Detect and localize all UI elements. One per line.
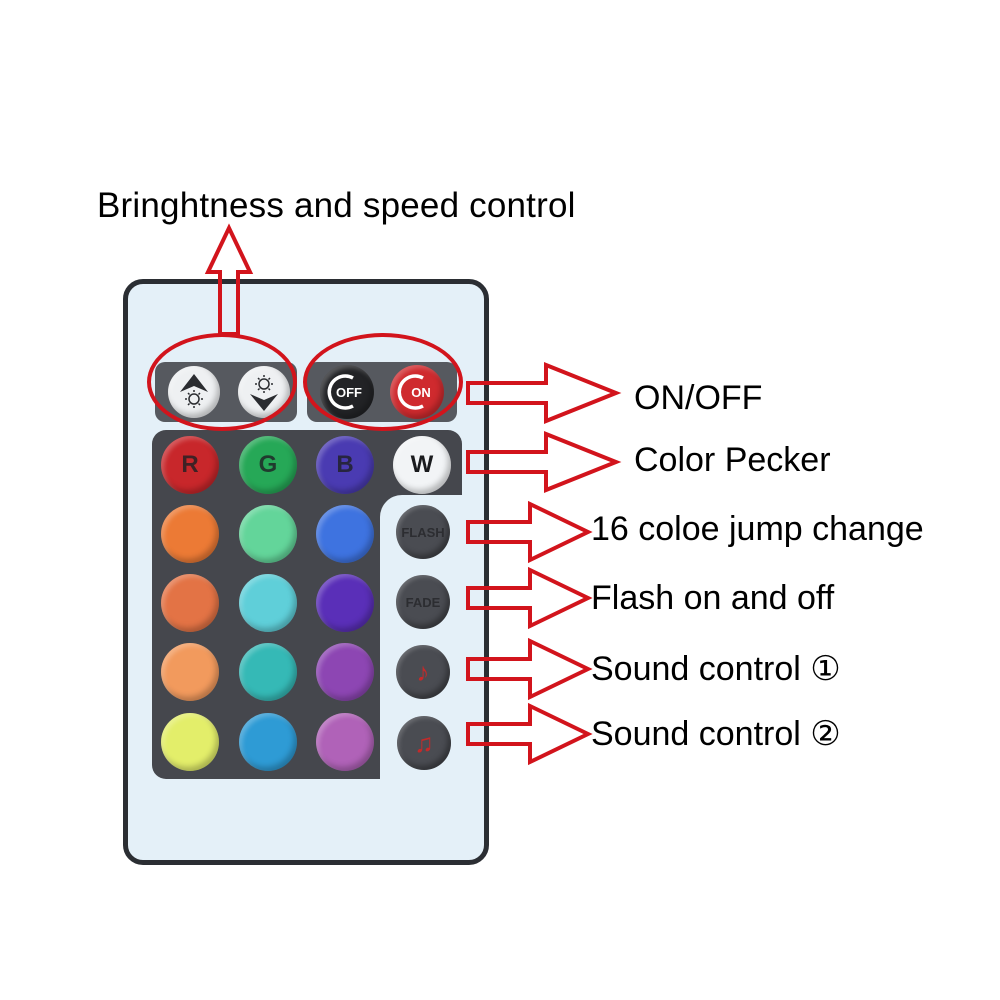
label-color-picker: Color Pecker — [634, 441, 831, 479]
red-label: R — [181, 451, 199, 478]
fade-button[interactable]: FADE — [396, 575, 450, 629]
fade-label: FADE — [405, 594, 441, 610]
arrow-right-icon-color — [466, 431, 622, 493]
label-sound-1: Sound control ① — [591, 650, 841, 688]
green-label: G — [258, 451, 278, 478]
arrow-right-icon-sound2 — [466, 702, 593, 766]
label-flash: Flash on and off — [591, 579, 835, 617]
power-highlight-ellipse — [303, 333, 463, 431]
flash-label: FLASH — [401, 524, 445, 540]
flash-button[interactable]: FLASH — [396, 505, 450, 559]
arrow-right-icon-jump — [466, 500, 593, 564]
sound-2-button[interactable]: ♫ — [397, 716, 451, 770]
color-button-pink[interactable] — [316, 713, 374, 771]
arrow-right-icon-flash — [466, 566, 593, 630]
color-button-sky-blue[interactable] — [316, 505, 374, 563]
music-notes-icon: ♫ — [414, 727, 434, 758]
arrow-right-icon-sound1 — [466, 637, 593, 701]
arrow-up-icon — [204, 223, 254, 336]
color-button-yellow[interactable] — [161, 713, 219, 771]
sound-1-button[interactable]: ♪ — [396, 645, 450, 699]
color-button-dark-orange[interactable] — [161, 574, 219, 632]
arrow-right-icon-onoff — [466, 362, 622, 424]
color-button-violet[interactable] — [316, 574, 374, 632]
blue-button[interactable]: B — [316, 436, 374, 494]
color-button-purple[interactable] — [316, 643, 374, 701]
red-button[interactable]: R — [161, 436, 219, 494]
heading-brightness-speed: Bringhtness and speed control — [97, 186, 576, 225]
label-sound-2: Sound control ② — [591, 715, 841, 753]
brightness-highlight-ellipse — [147, 333, 297, 431]
color-button-orange[interactable] — [161, 505, 219, 563]
color-button-peach[interactable] — [161, 643, 219, 701]
white-label: W — [410, 451, 434, 478]
green-button[interactable]: G — [239, 436, 297, 494]
color-button-cyan[interactable] — [239, 574, 297, 632]
music-note-icon: ♪ — [416, 656, 430, 687]
color-button-ocean-blue[interactable] — [239, 713, 297, 771]
blue-label: B — [336, 451, 354, 478]
color-button-teal[interactable] — [239, 643, 297, 701]
label-jump-change: 16 coloe jump change — [591, 510, 924, 548]
color-button-light-green[interactable] — [239, 505, 297, 563]
label-on-off: ON/OFF — [634, 379, 763, 417]
white-button[interactable]: W — [393, 436, 451, 494]
